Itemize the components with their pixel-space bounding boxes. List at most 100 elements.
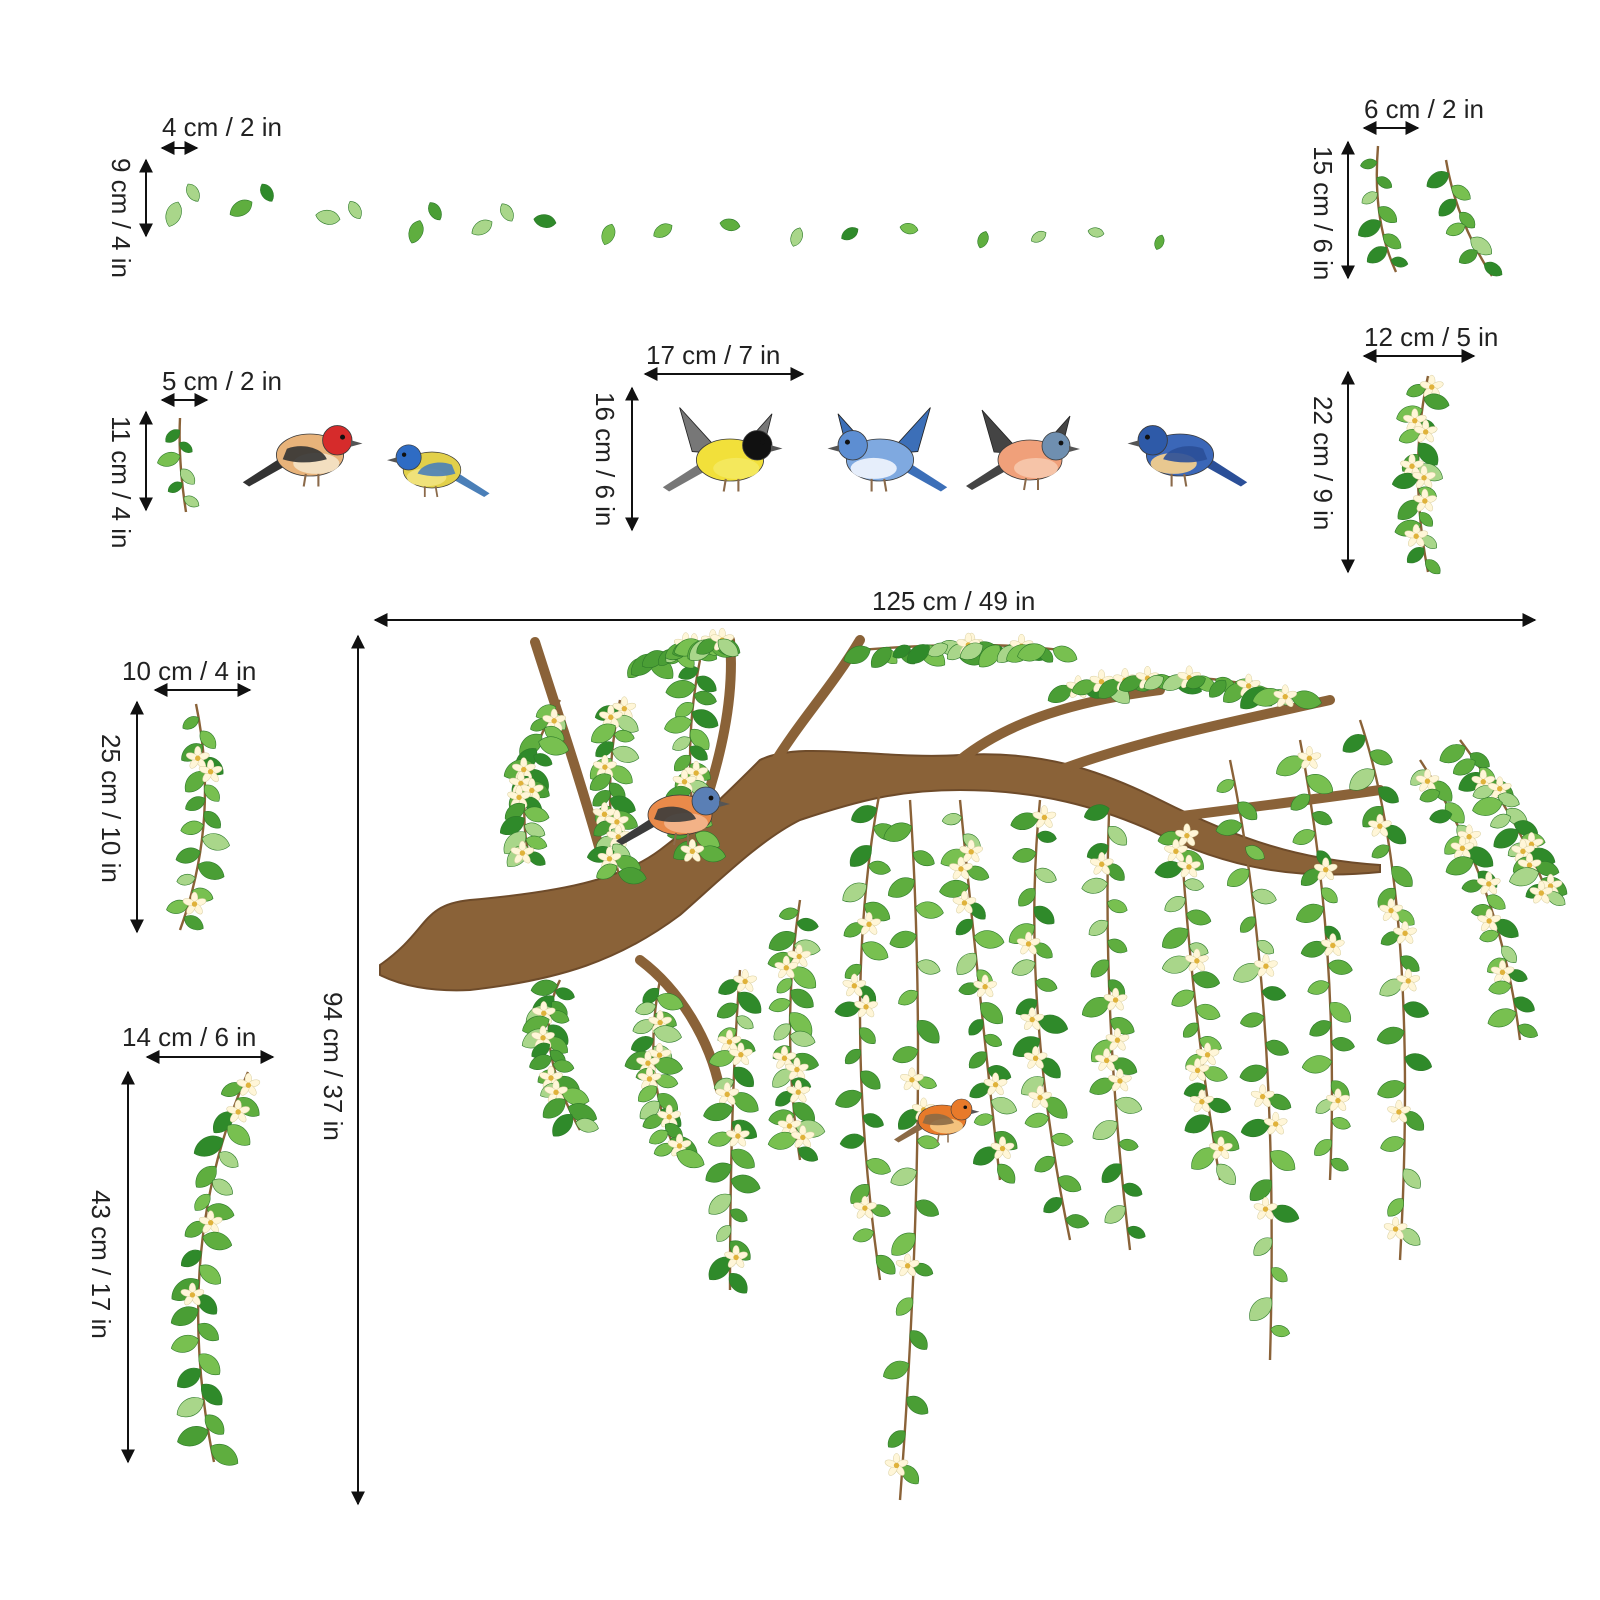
flower xyxy=(1236,673,1261,697)
flower xyxy=(853,1195,877,1219)
leaf xyxy=(796,917,819,932)
leaf xyxy=(1404,1053,1433,1072)
flower-center xyxy=(529,787,535,794)
wing xyxy=(654,806,696,822)
leaf xyxy=(898,990,918,1006)
leaf xyxy=(523,806,550,823)
beak xyxy=(350,440,363,447)
loose-leaves-row xyxy=(165,183,1165,250)
leaf xyxy=(737,991,762,1014)
leaf xyxy=(204,784,220,802)
flower xyxy=(1190,1089,1214,1113)
flower xyxy=(182,891,207,915)
leaf xyxy=(1239,1064,1268,1082)
leaf xyxy=(1472,797,1503,816)
flower-center xyxy=(968,849,974,855)
flower xyxy=(842,973,867,997)
flower-center xyxy=(601,811,608,818)
small-birds-width-label: 5 cm / 2 in xyxy=(162,366,282,396)
leaf xyxy=(1253,1237,1273,1256)
flower-center xyxy=(1025,941,1032,947)
leaf xyxy=(1380,1136,1405,1152)
leaf xyxy=(1245,845,1265,861)
leaf xyxy=(717,638,739,657)
leaf xyxy=(601,223,616,246)
great-tit-bird xyxy=(662,407,783,492)
main-willow-branch xyxy=(379,627,1568,1501)
leaf xyxy=(1329,1002,1352,1023)
leaf xyxy=(1261,986,1287,1001)
flower-center xyxy=(724,1091,730,1098)
head xyxy=(837,430,868,461)
branch-limb xyxy=(530,637,605,855)
leaf xyxy=(204,1414,225,1435)
leaf xyxy=(1185,675,1206,689)
leaf xyxy=(675,702,694,718)
flower xyxy=(1413,419,1438,443)
leaf xyxy=(653,1057,684,1075)
leaf xyxy=(170,1334,199,1353)
leaf xyxy=(180,820,204,835)
leaf xyxy=(1271,1204,1300,1223)
leaf xyxy=(705,1162,732,1183)
leaf xyxy=(227,1124,251,1146)
leaf xyxy=(958,982,980,995)
flower xyxy=(1413,488,1437,512)
leaf xyxy=(870,1204,891,1217)
leaf xyxy=(1301,1055,1333,1074)
flower xyxy=(952,890,977,914)
leaf xyxy=(859,1027,876,1044)
flower xyxy=(857,912,881,935)
large-hanging-vine xyxy=(170,1071,261,1466)
leg xyxy=(722,478,727,492)
leaf xyxy=(1276,755,1304,777)
leaf xyxy=(542,1098,566,1119)
leaf xyxy=(790,988,814,1009)
leaf xyxy=(875,1254,896,1275)
leaf xyxy=(212,1178,233,1196)
flower xyxy=(1326,1088,1350,1111)
flower-center xyxy=(800,1134,806,1141)
leaf xyxy=(635,1002,657,1016)
leaf xyxy=(595,741,614,758)
flower-center xyxy=(1422,498,1428,504)
flower-center xyxy=(693,770,699,776)
flower xyxy=(198,1210,223,1234)
leaf xyxy=(1417,442,1439,466)
leaf xyxy=(1429,809,1453,824)
leaf xyxy=(611,745,640,763)
leaf xyxy=(201,1383,223,1406)
vine-large-height-label: 43 cm / 17 in xyxy=(86,1190,116,1339)
flower xyxy=(198,759,223,783)
leaf xyxy=(1290,690,1322,709)
leaf xyxy=(199,730,217,749)
leaf xyxy=(1547,891,1566,906)
flower-center xyxy=(1218,1145,1224,1152)
leg xyxy=(1183,473,1188,487)
leaf xyxy=(776,978,793,994)
leaf xyxy=(185,796,206,812)
leaf xyxy=(202,1231,233,1251)
leaf xyxy=(653,1143,674,1157)
leaf xyxy=(1071,679,1097,696)
flower xyxy=(1020,1007,1044,1030)
vine-small-width-label: 12 cm / 5 in xyxy=(1364,322,1498,352)
leaf xyxy=(883,1360,910,1380)
leaf xyxy=(1034,867,1057,883)
tree-width-label: 125 cm / 49 in xyxy=(872,586,1035,616)
flower-center xyxy=(1032,1055,1039,1061)
leaf xyxy=(1043,1197,1063,1214)
flower-center xyxy=(733,1254,739,1261)
flower-center xyxy=(541,1010,547,1017)
flower xyxy=(226,1099,250,1123)
leaf xyxy=(689,745,708,761)
vine-stem xyxy=(1033,799,1072,1241)
blue-tit-bird xyxy=(387,444,490,498)
leaf xyxy=(1171,989,1195,1007)
leaf xyxy=(1425,559,1441,575)
leaf xyxy=(1098,679,1120,699)
eye xyxy=(401,452,407,457)
flower-center xyxy=(1480,779,1486,785)
head xyxy=(691,786,721,816)
wing xyxy=(1163,446,1208,463)
